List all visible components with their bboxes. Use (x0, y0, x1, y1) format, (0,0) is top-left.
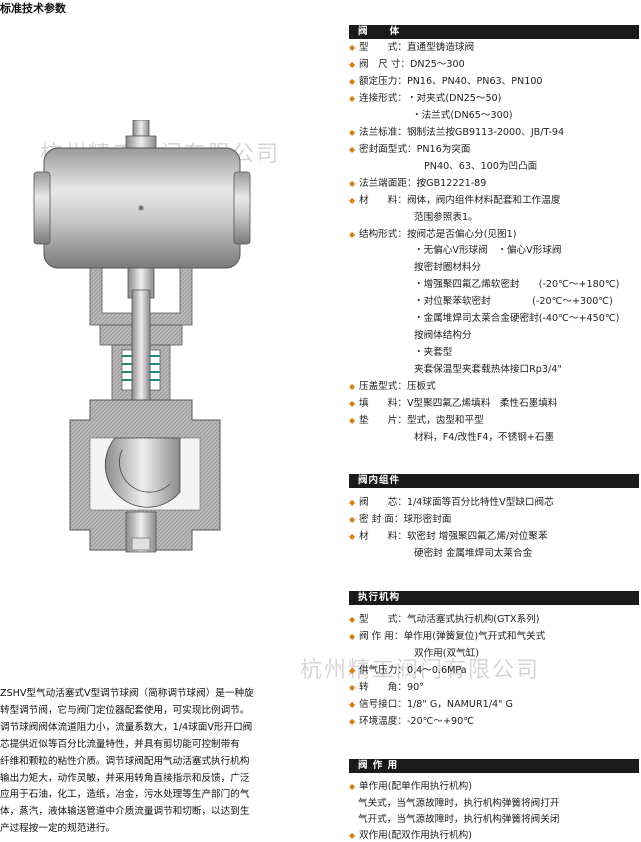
bullet-icon: ◆ (349, 179, 356, 188)
spec-row: ◆额定压力：PN16、PN40、PN63、PN100 (349, 76, 543, 87)
spec-row: ◆型 式：直通型铸造球阀 (349, 42, 475, 53)
description-line: 调节球阀阀体流道阻力小，流量系数大，1/4球面V形开口阀 (0, 721, 253, 733)
description-line: 产过程按一定的规范进行。 (0, 823, 116, 835)
bullet-icon: ◆ (349, 831, 356, 840)
bullet-icon: ◆ (349, 43, 356, 52)
spec-continuation: 硬密封 金属堆焊司太莱合金 (414, 548, 533, 559)
bullet-icon: ◆ (349, 94, 356, 103)
spec-row: ◆双作用(配双作用执行机构) (349, 830, 473, 841)
spec-continuation: ・金属堆焊司太莱合金硬密封(-40℃～+450℃) (414, 313, 620, 324)
spec-row: ◆单作用(配单作用执行机构) (349, 781, 473, 792)
spec-row: ◆连接形式：・对夹式(DN25～50) (349, 93, 502, 104)
spec-row: ◆信号接口：1/8" G，NAMUR1/4" G (349, 699, 513, 710)
description-line: 纤维和颗粒的粘性介质。调节球阀配用气动活塞式执行机构 (0, 755, 250, 767)
bullet-icon: ◆ (349, 782, 356, 791)
spec-continuation: 材料，F4/改性F4，不锈钢+石墨 (414, 432, 555, 443)
spec-continuation: 范围参照表1。 (414, 212, 478, 223)
bullet-icon: ◆ (349, 145, 356, 154)
description-line: 芯提供近似等百分比流量特性，并具有剪切能可控制带有 (0, 738, 240, 750)
spec-row: ◆阀 芯：1/4球面等百分比特性V型缺口阀芯 (349, 497, 554, 508)
bullet-icon: ◆ (349, 666, 356, 675)
section-header-internals: 阀内组件 (349, 474, 639, 488)
valve-illustration (33, 120, 251, 553)
spec-continuation: ・法兰式(DN65～300) (412, 110, 513, 121)
section-header-actuator: 执行机构 (349, 591, 639, 605)
bullet-icon: ◆ (349, 77, 356, 86)
bullet-icon: ◆ (349, 128, 356, 137)
spec-continuation: ・无偏心V形球阀 ・偏心V形球阀 (414, 245, 562, 256)
bullet-icon: ◆ (349, 382, 356, 391)
spec-row: ◆密 封 面：球形密封面 (349, 514, 452, 525)
spec-continuation: 气开式，当气源故障时，执行机构弹簧将阀关闭 (358, 814, 560, 825)
spec-continuation: 按阀体结构分 (414, 330, 472, 341)
bullet-icon: ◆ (349, 416, 356, 425)
spec-row: ◆压盖型式：压板式 (349, 381, 436, 392)
bullet-icon: ◆ (349, 60, 356, 69)
watermark-bottom: 杭州精工阀门有限公司 (300, 658, 541, 683)
bullet-icon: ◆ (349, 498, 356, 507)
bullet-icon: ◆ (349, 196, 356, 205)
description-line: 体，蒸汽，液体输送管道中介质流量调节和切断，以达到生 (0, 806, 250, 818)
product-description: ZSHV型气动活塞式V型调节球阀（简称调节球阀）是一种旋 转型调节阀，它与阀门定… (0, 686, 300, 838)
spec-row: ◆阀 尺 寸：DN25～300 (349, 59, 465, 70)
bullet-icon: ◆ (349, 717, 356, 726)
spec-row: ◆密封面型式：PN16为突面 (349, 144, 471, 155)
spec-continuation: 夹套保温型夹套载热体接口Rp3/4" (414, 364, 562, 375)
spec-continuation: PN40、63、100为凹凸面 (424, 161, 538, 172)
spec-row: ◆垫 片：型式，齿型和平型 (349, 415, 484, 426)
spec-row: ◆法兰端面距：按GB12221-89 (349, 178, 487, 189)
spec-continuation: 按密封圈材料分 (414, 262, 482, 273)
spec-continuation: ・对位聚苯软密封 (-20℃～+300℃) (414, 296, 613, 307)
bullet-icon: ◆ (349, 683, 356, 692)
spec-row: ◆填 料：V型聚四氟乙烯填料 柔性石墨填料 (349, 398, 558, 409)
bullet-icon: ◆ (349, 515, 356, 524)
spec-continuation: ・夹套型 (414, 347, 453, 358)
spec-continuation: 气关式，当气源故障时，执行机构弹簧将阀打开 (358, 798, 560, 809)
spec-row: ◆阀 作 用：单作用(弹簧复位)气开式和气关式 (349, 631, 546, 642)
spec-row: ◆型 式：气动活塞式执行机构(GTX系列) (349, 614, 540, 625)
spec-row: ◆结构形式：按阀芯是否偏心分(见图1) (349, 229, 517, 240)
bullet-icon: ◆ (349, 399, 356, 408)
spec-row: ◆转 角：90° (349, 682, 424, 693)
spec-row: ◆材 料：阀体，阀内组件材料配套和工作温度 (349, 195, 561, 206)
spec-row: ◆法兰标准：钢制法兰按GB9113-2000、JB/T-94 (349, 127, 565, 138)
description-line: ZSHV型气动活塞式V型调节球阀（简称调节球阀）是一种旋 (0, 688, 254, 699)
bullet-icon: ◆ (349, 700, 356, 709)
spec-continuation: ・增强聚四氟乙烯软密封 (-20℃～+180℃) (414, 279, 620, 290)
spec-row: ◆材 料：软密封 增强聚四氟乙烯/对位聚苯 (349, 531, 548, 542)
description-line: 转型调节阀，它与阀门定位器配套使用，可实现比例调节。 (0, 704, 250, 716)
spec-continuation: 双作用(双气缸) (414, 648, 480, 659)
description-line: 输出力矩大，动作灵敏，并采用转角直接指示和反馈，广泛 (0, 772, 250, 784)
spec-row: ◆环境温度：-20℃～+90℃ (349, 716, 475, 727)
page-title: 标准技术参数 (0, 2, 66, 15)
description-line: 应用于石油，化工，造纸，冶金，污水处理等生产部门的气 (0, 789, 250, 801)
bullet-icon: ◆ (349, 532, 356, 541)
bullet-icon: ◆ (349, 615, 356, 624)
bullet-icon: ◆ (349, 632, 356, 641)
spec-row: ◆供气压力：0.4～0.6MPa (349, 665, 467, 676)
bullet-icon: ◆ (349, 230, 356, 239)
section-header-body: 阀 体 (349, 25, 639, 39)
section-header-action: 阀 作 用 (349, 759, 639, 773)
